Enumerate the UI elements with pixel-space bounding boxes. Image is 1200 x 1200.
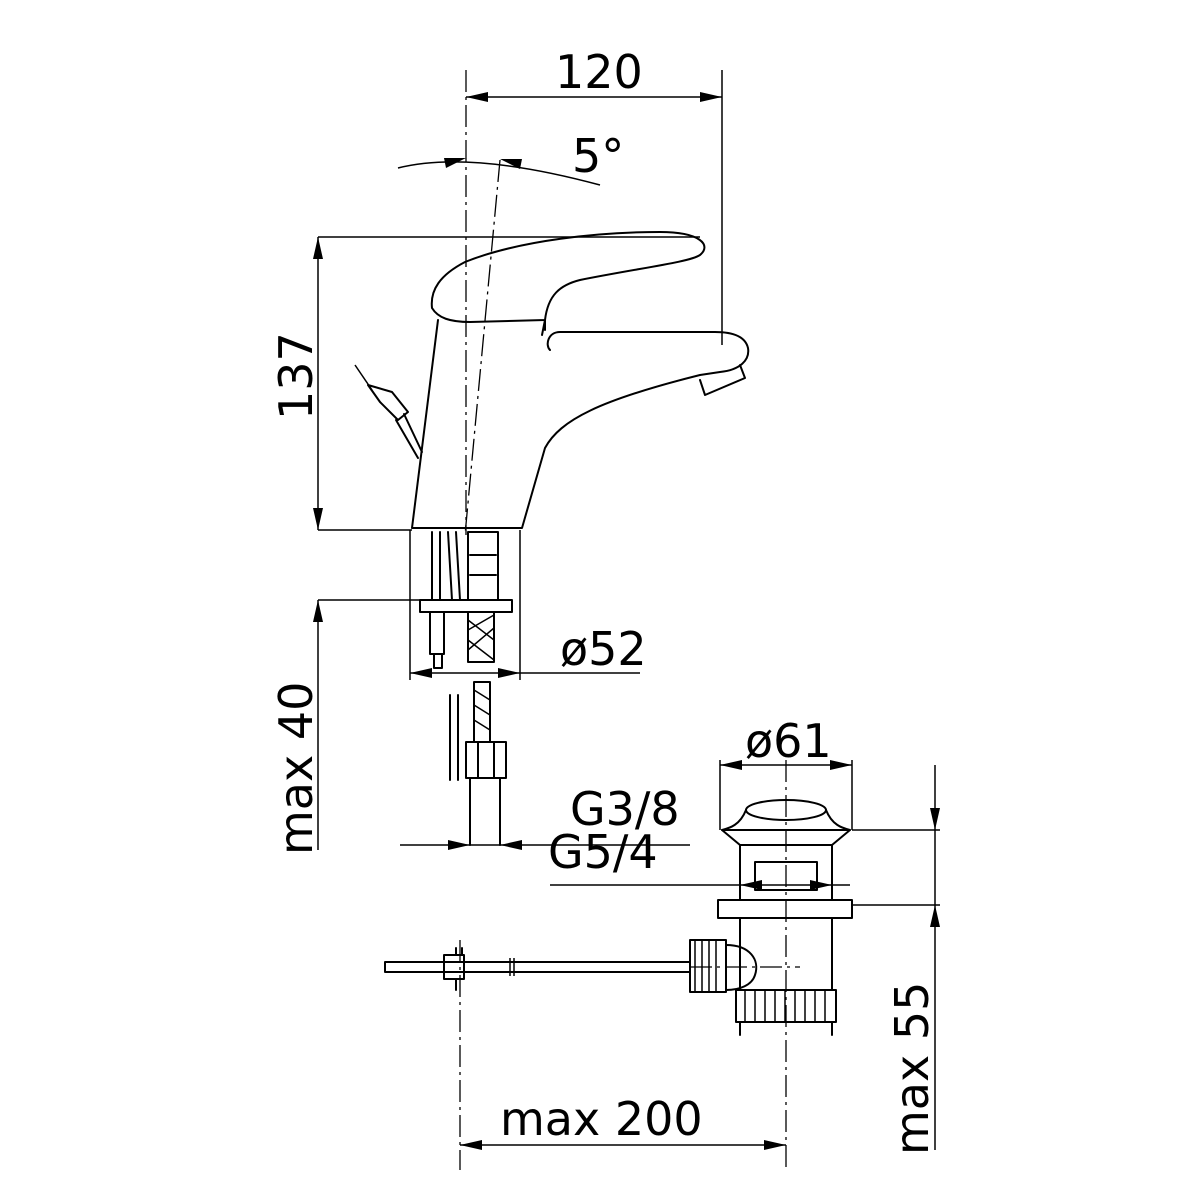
- dimension-deck-thickness: max 40: [269, 599, 420, 855]
- dimension-label-max55: max 55: [885, 982, 939, 1155]
- dimension-label-g38: G3/8: [570, 782, 680, 836]
- popup-waste: [384, 799, 853, 1036]
- dimension-waste-thread: G5/4: [548, 825, 850, 890]
- faucet-body: [354, 231, 750, 846]
- dimension-height: 137: [269, 236, 700, 531]
- dimension-label-120: 120: [555, 45, 643, 99]
- dimension-label-max40: max 40: [269, 682, 323, 855]
- dimension-spout-reach: 120: [466, 45, 723, 345]
- dimension-waste-height: max 55: [852, 765, 940, 1155]
- dimension-inlet-thread: G3/8: [400, 782, 690, 850]
- dimension-waste-diameter: ø61: [719, 714, 853, 830]
- dimension-label-g54: G5/4: [548, 825, 658, 879]
- dimension-label-137: 137: [269, 332, 323, 420]
- dimension-label-max200: max 200: [500, 1092, 703, 1146]
- angle-centerline: [464, 159, 501, 536]
- dimension-label-o61: ø61: [745, 714, 832, 768]
- dimension-label-5deg: 5°: [572, 129, 624, 183]
- dimension-base-diameter: ø52: [409, 530, 647, 680]
- dimension-rod-length: max 200: [460, 1092, 786, 1150]
- dimension-handle-angle: 5°: [397, 129, 624, 186]
- dimension-label-o52: ø52: [560, 622, 647, 676]
